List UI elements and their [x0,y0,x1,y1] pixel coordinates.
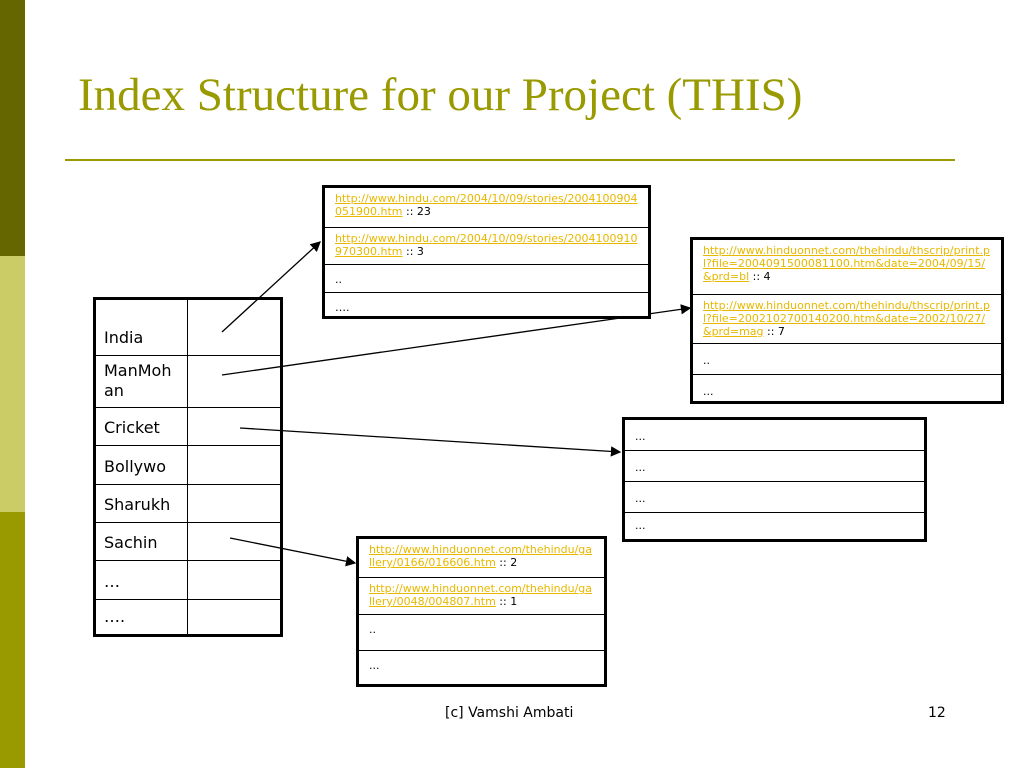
index-row: Sharukh [96,485,280,523]
arrow-sachin [229,537,357,567]
posting-entry: ... [625,451,924,482]
pointer-cell [188,300,280,355]
sidebar-strip-olive [0,512,25,768]
posting-entry: http://www.hinduonnet.com/thehindu/thscr… [693,240,1001,295]
title-divider [65,159,955,161]
index-term: Sachin [96,523,188,560]
index-row: Bollywo [96,446,280,485]
sidebar-strip-light [0,256,25,512]
pointer-cell [188,485,280,522]
page-number: 12 [928,705,946,721]
posting-entry: .. [693,344,1001,375]
posting-entry: ... [703,385,714,398]
footer-credit: [c] Vamshi Ambati [445,705,574,721]
index-term: …. [96,600,188,634]
slide-title: Index Structure for our Project (THIS) [78,69,803,121]
posting-entry: ... [625,420,924,451]
posting-entry: ... [625,482,924,513]
posting-entry: http://www.hindu.com/2004/10/09/stories/… [325,188,648,228]
posting-entry: ... [369,659,380,672]
posting-count: :: 7 [763,325,785,338]
index-term: ManMoh an [96,356,188,407]
posting-count: :: 2 [495,556,518,569]
posting-link[interactable]: http://www.hindu.com/2004/10/09/stories/… [335,192,638,218]
index-row: Sachin [96,523,280,561]
posting-link[interactable]: http://www.hindu.com/2004/10/09/stories/… [335,232,638,258]
posting-entry: …. [335,301,350,314]
posting-list-india: http://www.hindu.com/2004/10/09/stories/… [322,185,651,319]
posting-list-manmohan: http://www.hinduonnet.com/thehindu/thscr… [690,237,1004,404]
posting-count: :: 1 [495,595,518,608]
index-row: India [96,300,280,356]
posting-list-cricket: ... ... ... ... [622,417,927,542]
posting-entry: .. [325,265,648,293]
arrow-manmohan [221,304,692,376]
posting-link[interactable]: http://www.hinduonnet.com/thehindu/thscr… [703,299,990,338]
posting-count: :: 23 [402,205,431,218]
index-row: ManMoh an [96,356,280,408]
pointer-cell [188,561,280,599]
pointer-cell [188,523,280,560]
posting-entry: ... [635,519,646,532]
index-row: …. [96,600,280,634]
posting-entry: http://www.hinduonnet.com/thehindu/galle… [359,578,604,615]
index-table: India ManMoh an Cricket Bollywo Sharukh … [93,297,283,637]
index-term: Sharukh [96,485,188,522]
arrow-cricket [239,427,622,457]
posting-entry: .. [359,615,604,651]
index-row: … [96,561,280,600]
posting-entry: http://www.hinduonnet.com/thehindu/thscr… [693,295,1001,344]
posting-link[interactable]: http://www.hinduonnet.com/thehindu/galle… [369,543,593,569]
arrow-india [221,241,321,333]
posting-entry: http://www.hindu.com/2004/10/09/stories/… [325,228,648,265]
posting-count: :: 4 [749,270,771,283]
posting-entry: http://www.hinduonnet.com/thehindu/galle… [359,539,604,578]
pointer-cell [188,600,280,634]
posting-link[interactable]: http://www.hinduonnet.com/thehindu/thscr… [703,244,990,283]
index-term: … [96,561,188,599]
pointer-cell [188,356,280,407]
pointer-cell [188,446,280,484]
posting-link[interactable]: http://www.hinduonnet.com/thehindu/galle… [369,582,593,608]
index-term: Cricket [96,408,188,445]
pointer-cell [188,408,280,445]
index-term: India [96,300,188,355]
posting-count: :: 3 [402,245,424,258]
posting-list-sachin: http://www.hinduonnet.com/thehindu/galle… [356,536,607,687]
index-term: Bollywo [96,446,188,484]
sidebar-strip-dark [0,0,25,256]
index-row: Cricket [96,408,280,446]
